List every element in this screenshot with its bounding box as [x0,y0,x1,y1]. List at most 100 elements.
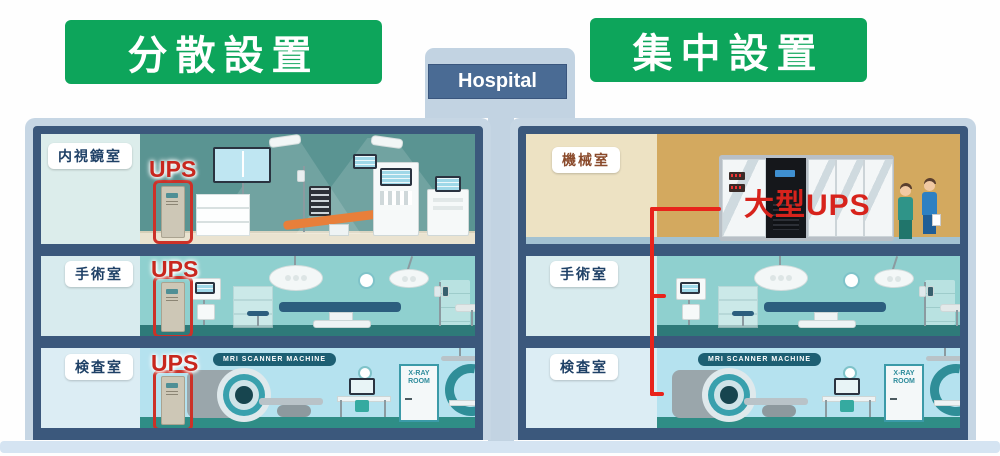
desk-leg-right [384,400,386,417]
iv-bag-1 [919,286,926,297]
ups-led-display-2 [729,184,745,192]
bowl-stand-tray [455,304,475,312]
technician-head [924,181,935,191]
wall-clock [843,272,860,289]
c-arm-scanner [434,353,475,427]
ventilator-screen-content [197,284,213,292]
mri-bed-base [762,405,796,417]
cart-monitor-screen [437,178,459,190]
nurse-torso [898,197,913,220]
carm-table [934,400,960,406]
or-floor-surface [140,325,475,336]
ventilator-screen-content [682,284,698,292]
technician-figure [922,178,941,234]
iv-pole [924,282,926,326]
ventilator-body [197,304,215,320]
operating-table-top [279,302,401,312]
large-ups-cabinets [719,155,894,241]
floor-exam-room: UPS 検査室 MRI SCANNER MACHINE X-RAY ROOM [41,348,475,428]
desk-chair [355,400,369,412]
light-bulb [786,275,792,281]
vaporizer-cylinders [380,191,412,205]
xray-room-label: X-RAY ROOM [893,370,915,386]
mri-bore [235,386,253,404]
c-arm-scanner [919,353,960,427]
operating-table-base [313,320,371,328]
hospital-tower-column [488,112,514,442]
desk-leg-left [825,400,827,417]
operating-table-base [798,320,856,328]
ups-display [166,383,178,388]
ups-rack-vents [773,204,799,230]
light-bulb [778,275,784,281]
iv-pole [303,166,305,232]
iv-bag-2 [442,286,449,297]
endoscopy-monitor [213,147,271,183]
iv-bag [297,170,305,182]
desk-leg-left [340,400,342,417]
exam-floor-surface [657,417,960,428]
hospital-label: Hospital [428,64,567,99]
ups-unit-highlight [153,276,193,336]
ups-unit [161,186,185,238]
ups-unit-highlight [153,370,193,428]
ups-cabinet-panel-1 [722,159,766,237]
cart-monitor [435,176,461,192]
light-bulb [301,275,307,281]
door-handle [890,398,897,400]
clipboard [932,214,941,226]
floor-operating-room: 手術室 [526,256,960,336]
ceiling-rail [441,356,475,361]
bowl-stand-tray [940,304,960,312]
ups-display [166,193,178,198]
mri-bed-base [277,405,311,417]
desk-monitor-screen [836,380,858,393]
light-arm-2 [406,256,414,270]
ventilator-screen [680,282,700,294]
light-bulb [887,275,893,282]
technician-torso [922,192,941,226]
wall-monitor-screen [355,156,375,167]
surgical-light-2 [874,269,914,288]
nurse-figure [898,183,913,239]
ups-rack-screen [775,170,795,177]
ups-display [166,289,178,294]
ups-cabinet-panel-4 [864,159,893,237]
desk-chair [840,400,854,412]
building-right-frame: 機械室 大型UPS [518,126,968,440]
desk-leg-right [869,400,871,417]
infusion-pump [309,186,331,216]
nurse-head [900,186,911,196]
supply-cart [196,194,250,236]
building-left-frame: 内視鏡室 UPS [33,126,483,440]
light-arm-2 [891,256,899,270]
iv-bag-1 [434,286,441,297]
surgical-light-2 [389,269,429,288]
mri-bed [259,398,323,405]
floor-machine-room: 機械室 大型UPS [526,134,960,244]
iv-bag-2 [927,286,934,297]
light-bulb [293,275,299,281]
room-label: 検査室 [550,354,618,380]
carm-ceiling-mount [459,348,461,358]
mri-bore [720,386,738,404]
iv-pole [439,282,441,326]
mri-bed [744,398,808,405]
nurse-legs [899,220,912,239]
desk-monitor-screen [351,380,373,393]
light-bulb [770,275,776,281]
floor-exam-room: 検査室 MRI SCANNER MACHINE X-RAY ROOM [526,348,960,428]
floor-endoscopy-room: 内視鏡室 UPS [41,134,475,244]
ups-label: UPS [151,350,199,376]
ups-vents [166,391,178,397]
pump-slots [311,188,329,214]
xray-room-door: X-RAY ROOM [399,364,439,422]
xray-spine [242,151,244,177]
ground-strip [0,441,1000,453]
door-handle [405,398,412,400]
desk-monitor [349,378,375,395]
or-floor-surface [657,325,960,336]
ventilator-body [682,304,700,320]
anesthesia-screen [380,168,412,186]
exam-floor-surface [140,417,475,428]
